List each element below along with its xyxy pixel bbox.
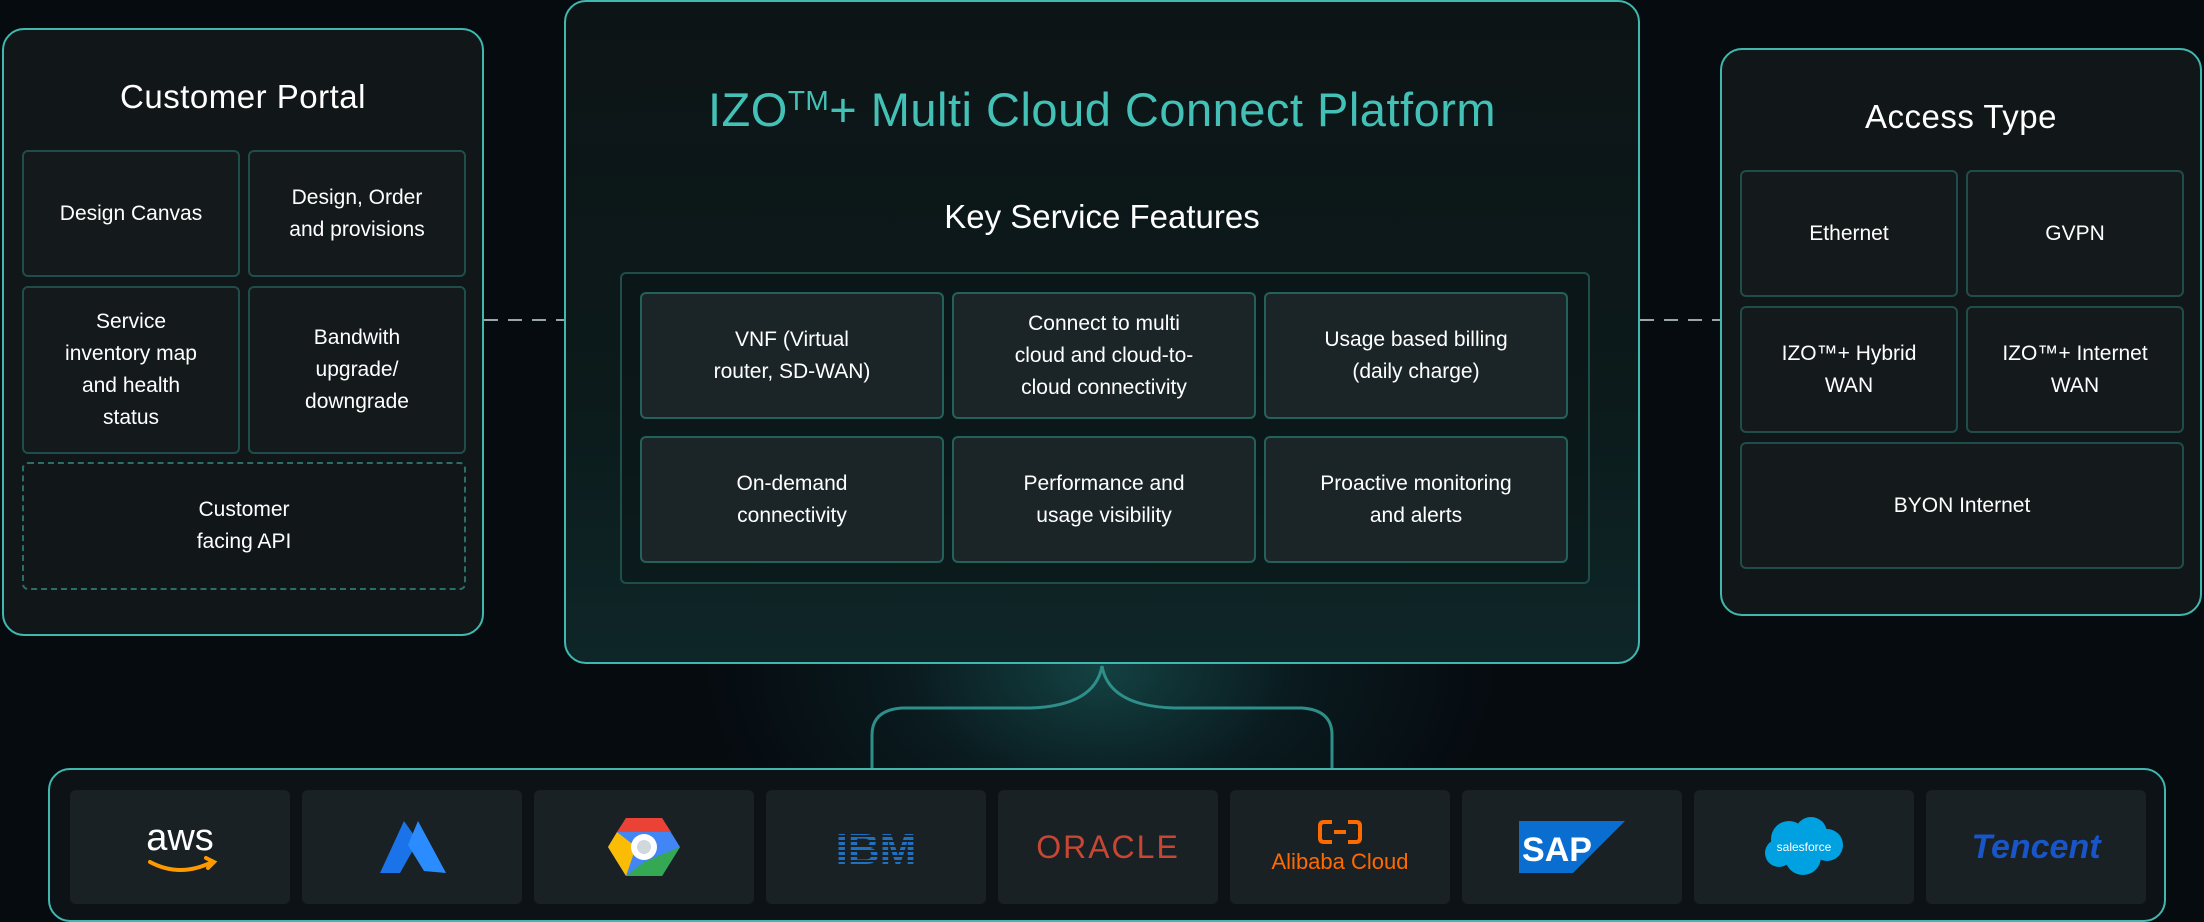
feature-monitoring-label: Proactive monitoring and alerts — [1320, 471, 1512, 527]
platform-panel: IZOTM+ Multi Cloud Connect Platform Key … — [564, 0, 1640, 664]
service-inventory-label: Service inventory map and health status — [65, 310, 197, 429]
feature-visibility: Performance and usage visibility — [952, 436, 1256, 563]
hybrid-wan-tile: IZO™+ Hybrid WAN — [1740, 306, 1958, 433]
design-order-label: Design, Order and provisions — [289, 185, 425, 241]
google-cloud-logo-icon — [608, 818, 680, 876]
key-features-heading: Key Service Features — [944, 198, 1260, 235]
ibm-logo-text: IBM — [836, 825, 917, 872]
salesforce-logo-tile: salesforce — [1694, 790, 1914, 904]
bandwidth-tile: Bandwith upgrade/ downgrade — [248, 286, 466, 454]
feature-visibility-label: Performance and usage visibility — [1023, 471, 1185, 527]
byon-internet-tile: BYON Internet — [1740, 442, 2184, 569]
access-type-panel: Access Type Ethernet GVPN IZO™+ Hybrid W… — [1720, 48, 2202, 616]
customer-api-tile: Customer facing API — [22, 462, 466, 590]
cloud-providers-bar: aws IBM — [48, 768, 2166, 922]
ethernet-tile: Ethernet — [1740, 170, 1958, 297]
customer-portal-title: Customer Portal — [120, 78, 366, 115]
sap-logo-text: SAP — [1522, 831, 1592, 869]
feature-on-demand-label: On-demand connectivity — [736, 471, 848, 527]
platform-clouds-brace — [870, 665, 1334, 770]
azure-logo-tile — [302, 790, 522, 904]
design-canvas-label: Design Canvas — [59, 201, 203, 225]
oracle-logo-tile: ORACLE — [998, 790, 1218, 904]
sap-logo-tile: SAP — [1462, 790, 1682, 904]
alibaba-cloud-logo-tile: Alibaba Cloud — [1230, 790, 1450, 904]
platform-title-suffix: + Multi Cloud Connect Platform — [829, 83, 1497, 136]
gvpn-label: GVPN — [2045, 221, 2105, 245]
salesforce-logo-text: salesforce — [1777, 840, 1832, 854]
feature-on-demand: On-demand connectivity — [640, 436, 944, 563]
design-order-tile: Design, Order and provisions — [248, 150, 466, 277]
aws-logo-icon: aws — [146, 817, 218, 872]
customer-portal-panel: Customer Portal Design Canvas Design, Or… — [2, 28, 484, 636]
ibm-logo-tile: IBM — [766, 790, 986, 904]
salesforce-logo-icon: salesforce — [1765, 817, 1843, 875]
bandwidth-label: Bandwith upgrade/ downgrade — [305, 326, 409, 413]
alibaba-cloud-icon — [1318, 820, 1362, 844]
feature-monitoring: Proactive monitoring and alerts — [1264, 436, 1568, 563]
platform-title: IZOTM+ Multi Cloud Connect Platform — [566, 82, 1638, 137]
access-type-title: Access Type — [1865, 98, 2057, 135]
alibaba-cloud-text: Alibaba Cloud — [1271, 849, 1409, 874]
portal-connector — [484, 319, 566, 321]
platform-title-tm: TM — [787, 85, 830, 116]
tencent-logo-tile: Tencent — [1926, 790, 2146, 904]
internet-wan-label: IZO™+ Internet WAN — [2002, 341, 2148, 397]
feature-vnf-label: VNF (Virtual router, SD-WAN) — [713, 327, 871, 383]
feature-billing: Usage based billing (daily charge) — [1264, 292, 1568, 419]
ethernet-label: Ethernet — [1809, 221, 1889, 245]
feature-multicloud-label: Connect to multi cloud and cloud-to- clo… — [1014, 311, 1194, 399]
customer-api-label: Customer facing API — [196, 498, 292, 553]
feature-vnf: VNF (Virtual router, SD-WAN) — [640, 292, 944, 419]
service-inventory-tile: Service inventory map and health status — [22, 286, 240, 454]
byon-internet-label: BYON Internet — [1893, 493, 2031, 517]
gvpn-tile: GVPN — [1966, 170, 2184, 297]
google-cloud-logo-tile — [534, 790, 754, 904]
internet-wan-tile: IZO™+ Internet WAN — [1966, 306, 2184, 433]
design-canvas-tile: Design Canvas — [22, 150, 240, 277]
feature-multicloud: Connect to multi cloud and cloud-to- clo… — [952, 292, 1256, 419]
features-frame: VNF (Virtual router, SD-WAN) Connect to … — [620, 272, 1590, 584]
feature-billing-label: Usage based billing (daily charge) — [1324, 327, 1508, 383]
ibm-logo-icon: IBM — [836, 825, 917, 872]
azure-logo-icon — [380, 821, 446, 873]
hybrid-wan-label: IZO™+ Hybrid WAN — [1781, 341, 1917, 397]
oracle-logo-text: ORACLE — [1036, 828, 1180, 865]
aws-logo-tile: aws — [70, 790, 290, 904]
platform-title-prefix: IZO — [707, 83, 788, 136]
tencent-logo-text: Tencent — [1971, 827, 2101, 866]
sap-logo-icon: SAP — [1519, 821, 1625, 873]
aws-logo-text: aws — [146, 817, 214, 859]
access-connector — [1640, 319, 1722, 321]
